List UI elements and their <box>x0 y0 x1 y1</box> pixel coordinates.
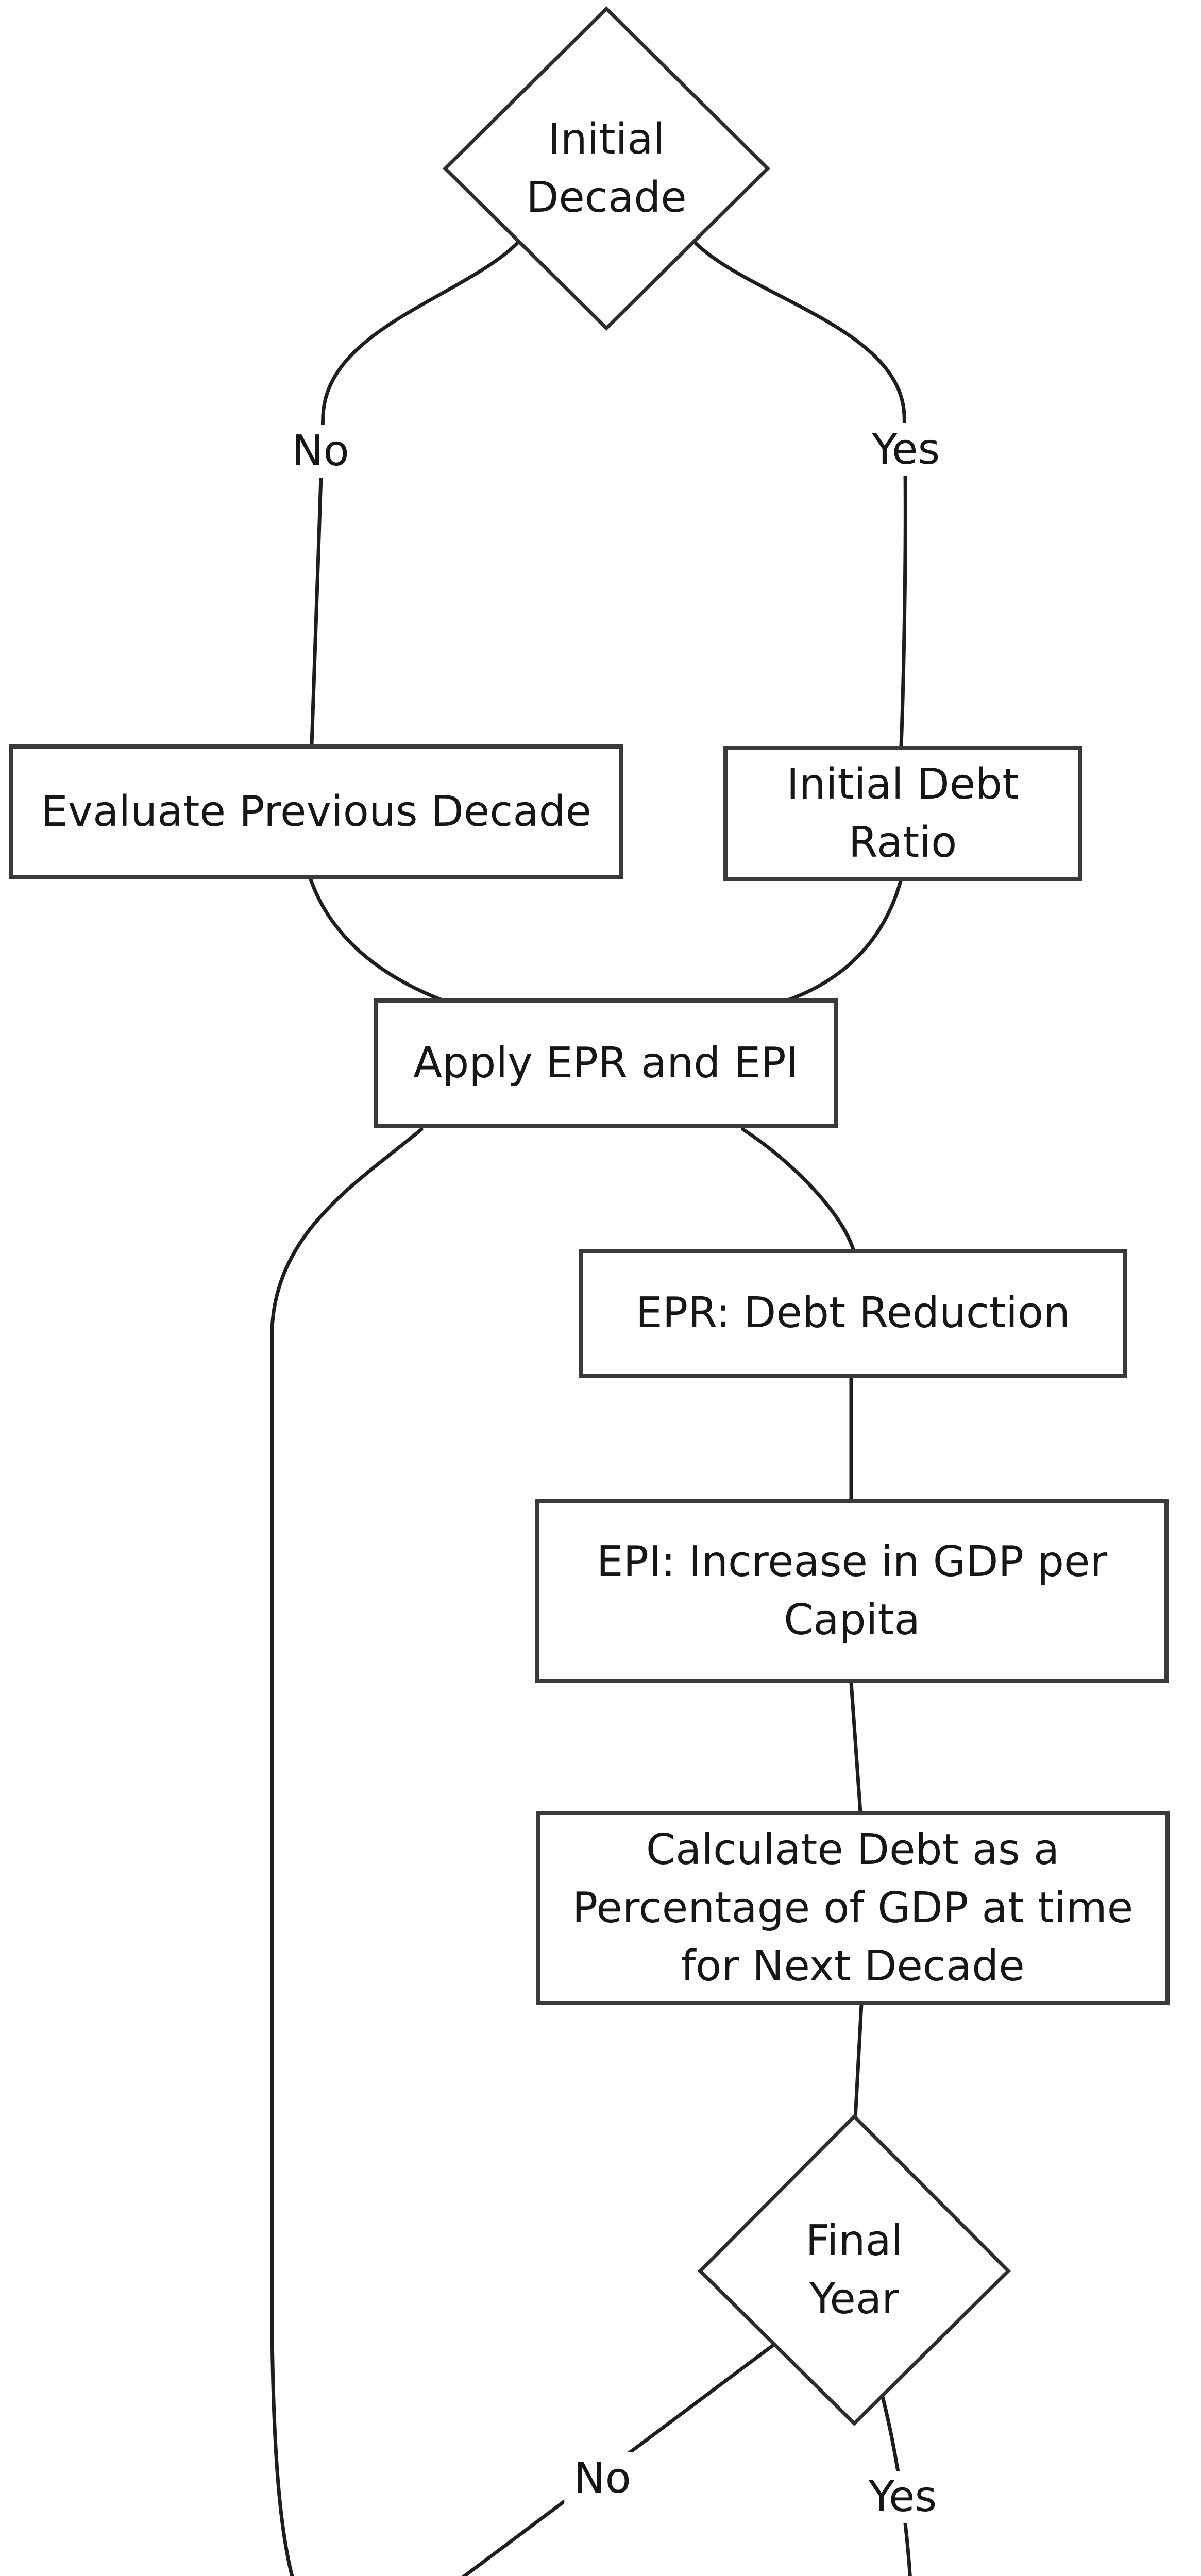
decision-final-year-shape <box>698 2114 1011 2426</box>
edge-label-final-year-no: No <box>564 2452 640 2505</box>
edge-apply-to-epr <box>741 1127 856 1255</box>
edge-label-initial-decade-yes: Yes <box>862 423 950 476</box>
node-epr-debt-reduction: EPR: Debt Reduction <box>579 1249 1127 1378</box>
edge-label-initial-decade-no: No <box>282 425 359 478</box>
node-epi-increase-gdp-per-capita: EPI: Increase in GDP per Capita <box>535 1499 1169 1683</box>
edge-epi-to-calculate <box>849 1681 862 1815</box>
edge-debt-ratio-to-apply <box>780 879 903 1004</box>
node-calculate-debt-percentage: Calculate Debt as a Percentage of GDP at… <box>536 1811 1170 2005</box>
edge-label-final-year-yes: Yes <box>859 2471 946 2523</box>
edge-calculate-to-final-year <box>853 2002 864 2121</box>
edge-apply-loop-to-next-decade <box>270 1127 424 2576</box>
decision-initial-decade-shape <box>443 6 770 331</box>
edge-initial-decade-yes <box>691 239 907 748</box>
node-evaluate-previous-decade: Evaluate Previous Decade <box>9 744 623 879</box>
node-initial-debt-ratio: Initial Debt Ratio <box>723 746 1082 881</box>
node-apply-epr-and-epi: Apply EPR and EPI <box>374 998 838 1128</box>
edge-initial-decade-no <box>310 239 521 747</box>
edge-evaluate-to-apply <box>309 877 449 1004</box>
